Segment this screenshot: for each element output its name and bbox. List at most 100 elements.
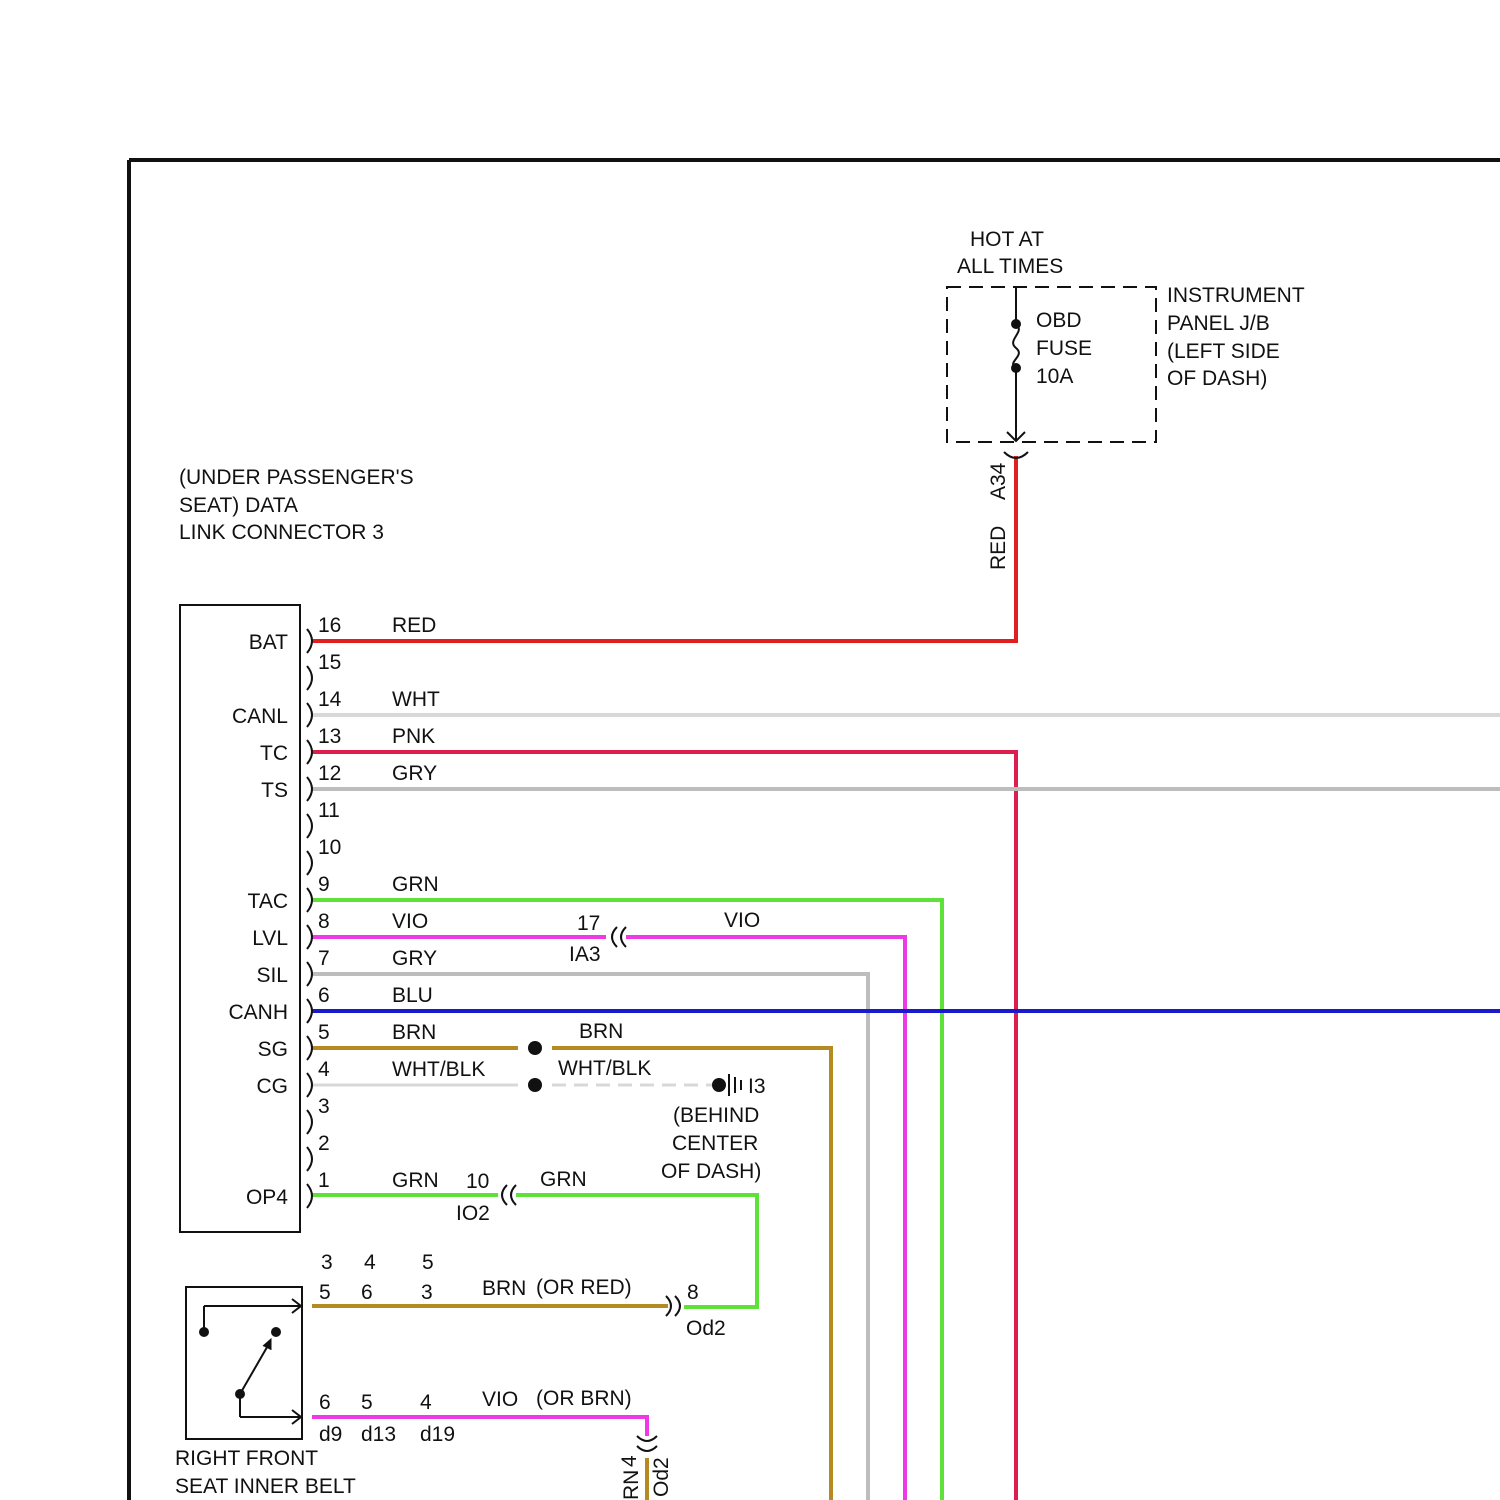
jb-label-line2: PANEL J/B	[1167, 312, 1270, 335]
connector-od2-name: Od2	[686, 1317, 726, 1340]
fuse-label-line2: FUSE	[1036, 337, 1092, 360]
whtblk-wire-right-label: WHT/BLK	[558, 1057, 651, 1080]
ground-location-line2: CENTER	[672, 1132, 758, 1155]
ground-i3-dot	[712, 1078, 726, 1092]
connector-od2-lower-pin: 4	[618, 1455, 641, 1467]
connector-ia3-icon	[612, 927, 626, 947]
dlc-title-line3: LINK CONNECTOR 3	[179, 521, 384, 544]
red-wire-vertical-label: RED	[987, 526, 1010, 570]
fuse-label-line1: OBD	[1036, 309, 1082, 332]
belt-lower-pin-top-1: 6	[319, 1391, 331, 1414]
belt-lower-pin-3: d19	[420, 1423, 455, 1446]
belt-upper-pin-top-2: 4	[364, 1251, 376, 1274]
instrument-panel-jb: HOT AT ALL TIMES OBD FUSE 10A INSTRUMENT…	[947, 228, 1305, 570]
dlc-title-line1: (UNDER PASSENGER'S	[179, 466, 414, 489]
belt-lower-pin-top-3: 4	[420, 1391, 432, 1414]
pin-wire-color-label: RED	[392, 614, 436, 637]
pin-label: SG	[258, 1038, 288, 1061]
pin-label: SIL	[256, 964, 288, 987]
inline-connectors: 17 IA3 VIO BRN WHT/BLK I3 (BEHIND CENTER…	[456, 909, 766, 1500]
pin-terminal-icon	[307, 740, 312, 764]
belt-upper-wire-label: BRN	[482, 1277, 526, 1300]
hot-label-line1: HOT AT	[970, 228, 1044, 251]
connector-io2-name: IO2	[456, 1202, 490, 1225]
pin-number: 3	[318, 1095, 330, 1118]
pin-terminal-icon	[307, 925, 312, 949]
grn-wire-io2-right-label: GRN	[540, 1168, 587, 1191]
belt-upper-pin-3: 3	[421, 1281, 433, 1304]
pin-wire-color-label: WHT	[392, 688, 440, 711]
fuse-icon	[1013, 324, 1019, 368]
diagram-frame	[129, 160, 1500, 1500]
pin-terminal-icon	[307, 1073, 312, 1097]
pin-label: CANH	[228, 1001, 288, 1024]
connector-ia3-name: IA3	[569, 943, 601, 966]
data-link-connector-3: (UNDER PASSENGER'S SEAT) DATA LINK CONNE…	[179, 466, 485, 1232]
pin-wire-color-label: GRN	[392, 873, 439, 896]
connector-od2-icon	[666, 1296, 680, 1316]
connector-od2-pin: 8	[687, 1281, 699, 1304]
pin-wire-color-label: GRY	[392, 947, 437, 970]
jb-label-line4: OF DASH)	[1167, 367, 1267, 390]
pin-number: 7	[318, 947, 330, 970]
splice-cg-dot	[528, 1078, 542, 1092]
pin-wire-color-label: BRN	[392, 1021, 436, 1044]
pin-label: CANL	[232, 705, 288, 728]
connector-ia3-pin: 17	[577, 912, 600, 935]
pin-number: 16	[318, 614, 341, 637]
belt-lower-pin-2: d13	[361, 1423, 396, 1446]
pin-number: 8	[318, 910, 330, 933]
pin-terminal-icon	[307, 814, 312, 838]
pin-number: 11	[318, 799, 340, 822]
pin-label: TAC	[248, 890, 288, 913]
pin-terminal-icon	[307, 999, 312, 1023]
belt-lower-pin-1: d9	[319, 1423, 342, 1446]
right-front-seat-inner-belt: 3 4 5 5 6 3 BRN (OR RED) 6 5 4 d9 d13 d1…	[175, 1251, 632, 1498]
ground-location-line1: (BEHIND	[673, 1104, 759, 1127]
dlc-body	[180, 605, 300, 1232]
belt-title-line2: SEAT INNER BELT	[175, 1475, 356, 1498]
connector-io2-pin: 10	[466, 1170, 489, 1193]
vio-wire-right-label: VIO	[724, 909, 760, 932]
belt-lower-pin-top-2: 5	[361, 1391, 373, 1414]
belt-lower-wire-label: VIO	[482, 1388, 518, 1411]
pin-number: 5	[318, 1021, 330, 1044]
pin-number: 9	[318, 873, 330, 896]
pin-number: 12	[318, 762, 341, 785]
pin-terminal-icon	[307, 851, 312, 875]
connector-od2-lower-name: Od2	[650, 1457, 673, 1497]
belt-upper-pin-top-1: 3	[321, 1251, 333, 1274]
brn-wire-right-label: BRN	[579, 1020, 623, 1043]
pin-terminal-icon	[307, 962, 312, 986]
pin-number: 6	[318, 984, 330, 1007]
pin-terminal-icon	[307, 703, 312, 727]
connector-a34-socket-icon	[1004, 452, 1028, 458]
belt-upper-pin-1: 5	[319, 1281, 331, 1304]
pin-terminal-icon	[307, 1184, 312, 1208]
belt-switch-contact-2	[271, 1327, 281, 1337]
pin-number: 15	[318, 651, 341, 674]
belt-upper-pin-2: 6	[361, 1281, 373, 1304]
belt-upper-alt-label: (OR RED)	[536, 1276, 632, 1299]
pin-label: OP4	[246, 1186, 288, 1209]
fuse-label-line3: 10A	[1036, 365, 1073, 388]
splice-sg-dot	[528, 1041, 542, 1055]
pin-wire-color-label: PNK	[392, 725, 435, 748]
pin-label: CG	[257, 1075, 289, 1098]
belt-upper-pin-top-3: 5	[422, 1251, 434, 1274]
pin-label: LVL	[252, 927, 288, 950]
pin-number: 13	[318, 725, 341, 748]
connector-od2-lower-icon	[637, 1436, 657, 1451]
pin-terminal-icon	[307, 666, 312, 690]
belt-lower-alt-label: (OR BRN)	[536, 1387, 632, 1410]
pin-terminal-icon	[307, 777, 312, 801]
ground-i3-name: I3	[748, 1075, 766, 1098]
ground-location-line3: OF DASH)	[661, 1160, 761, 1183]
brn-wire-lower-label: RN	[620, 1470, 643, 1500]
pin-terminal-icon	[307, 1036, 312, 1060]
connector-a34-label: A34	[987, 462, 1010, 500]
pin-number: 10	[318, 836, 341, 859]
pin-number: 2	[318, 1132, 330, 1155]
pin-label: BAT	[249, 631, 288, 654]
